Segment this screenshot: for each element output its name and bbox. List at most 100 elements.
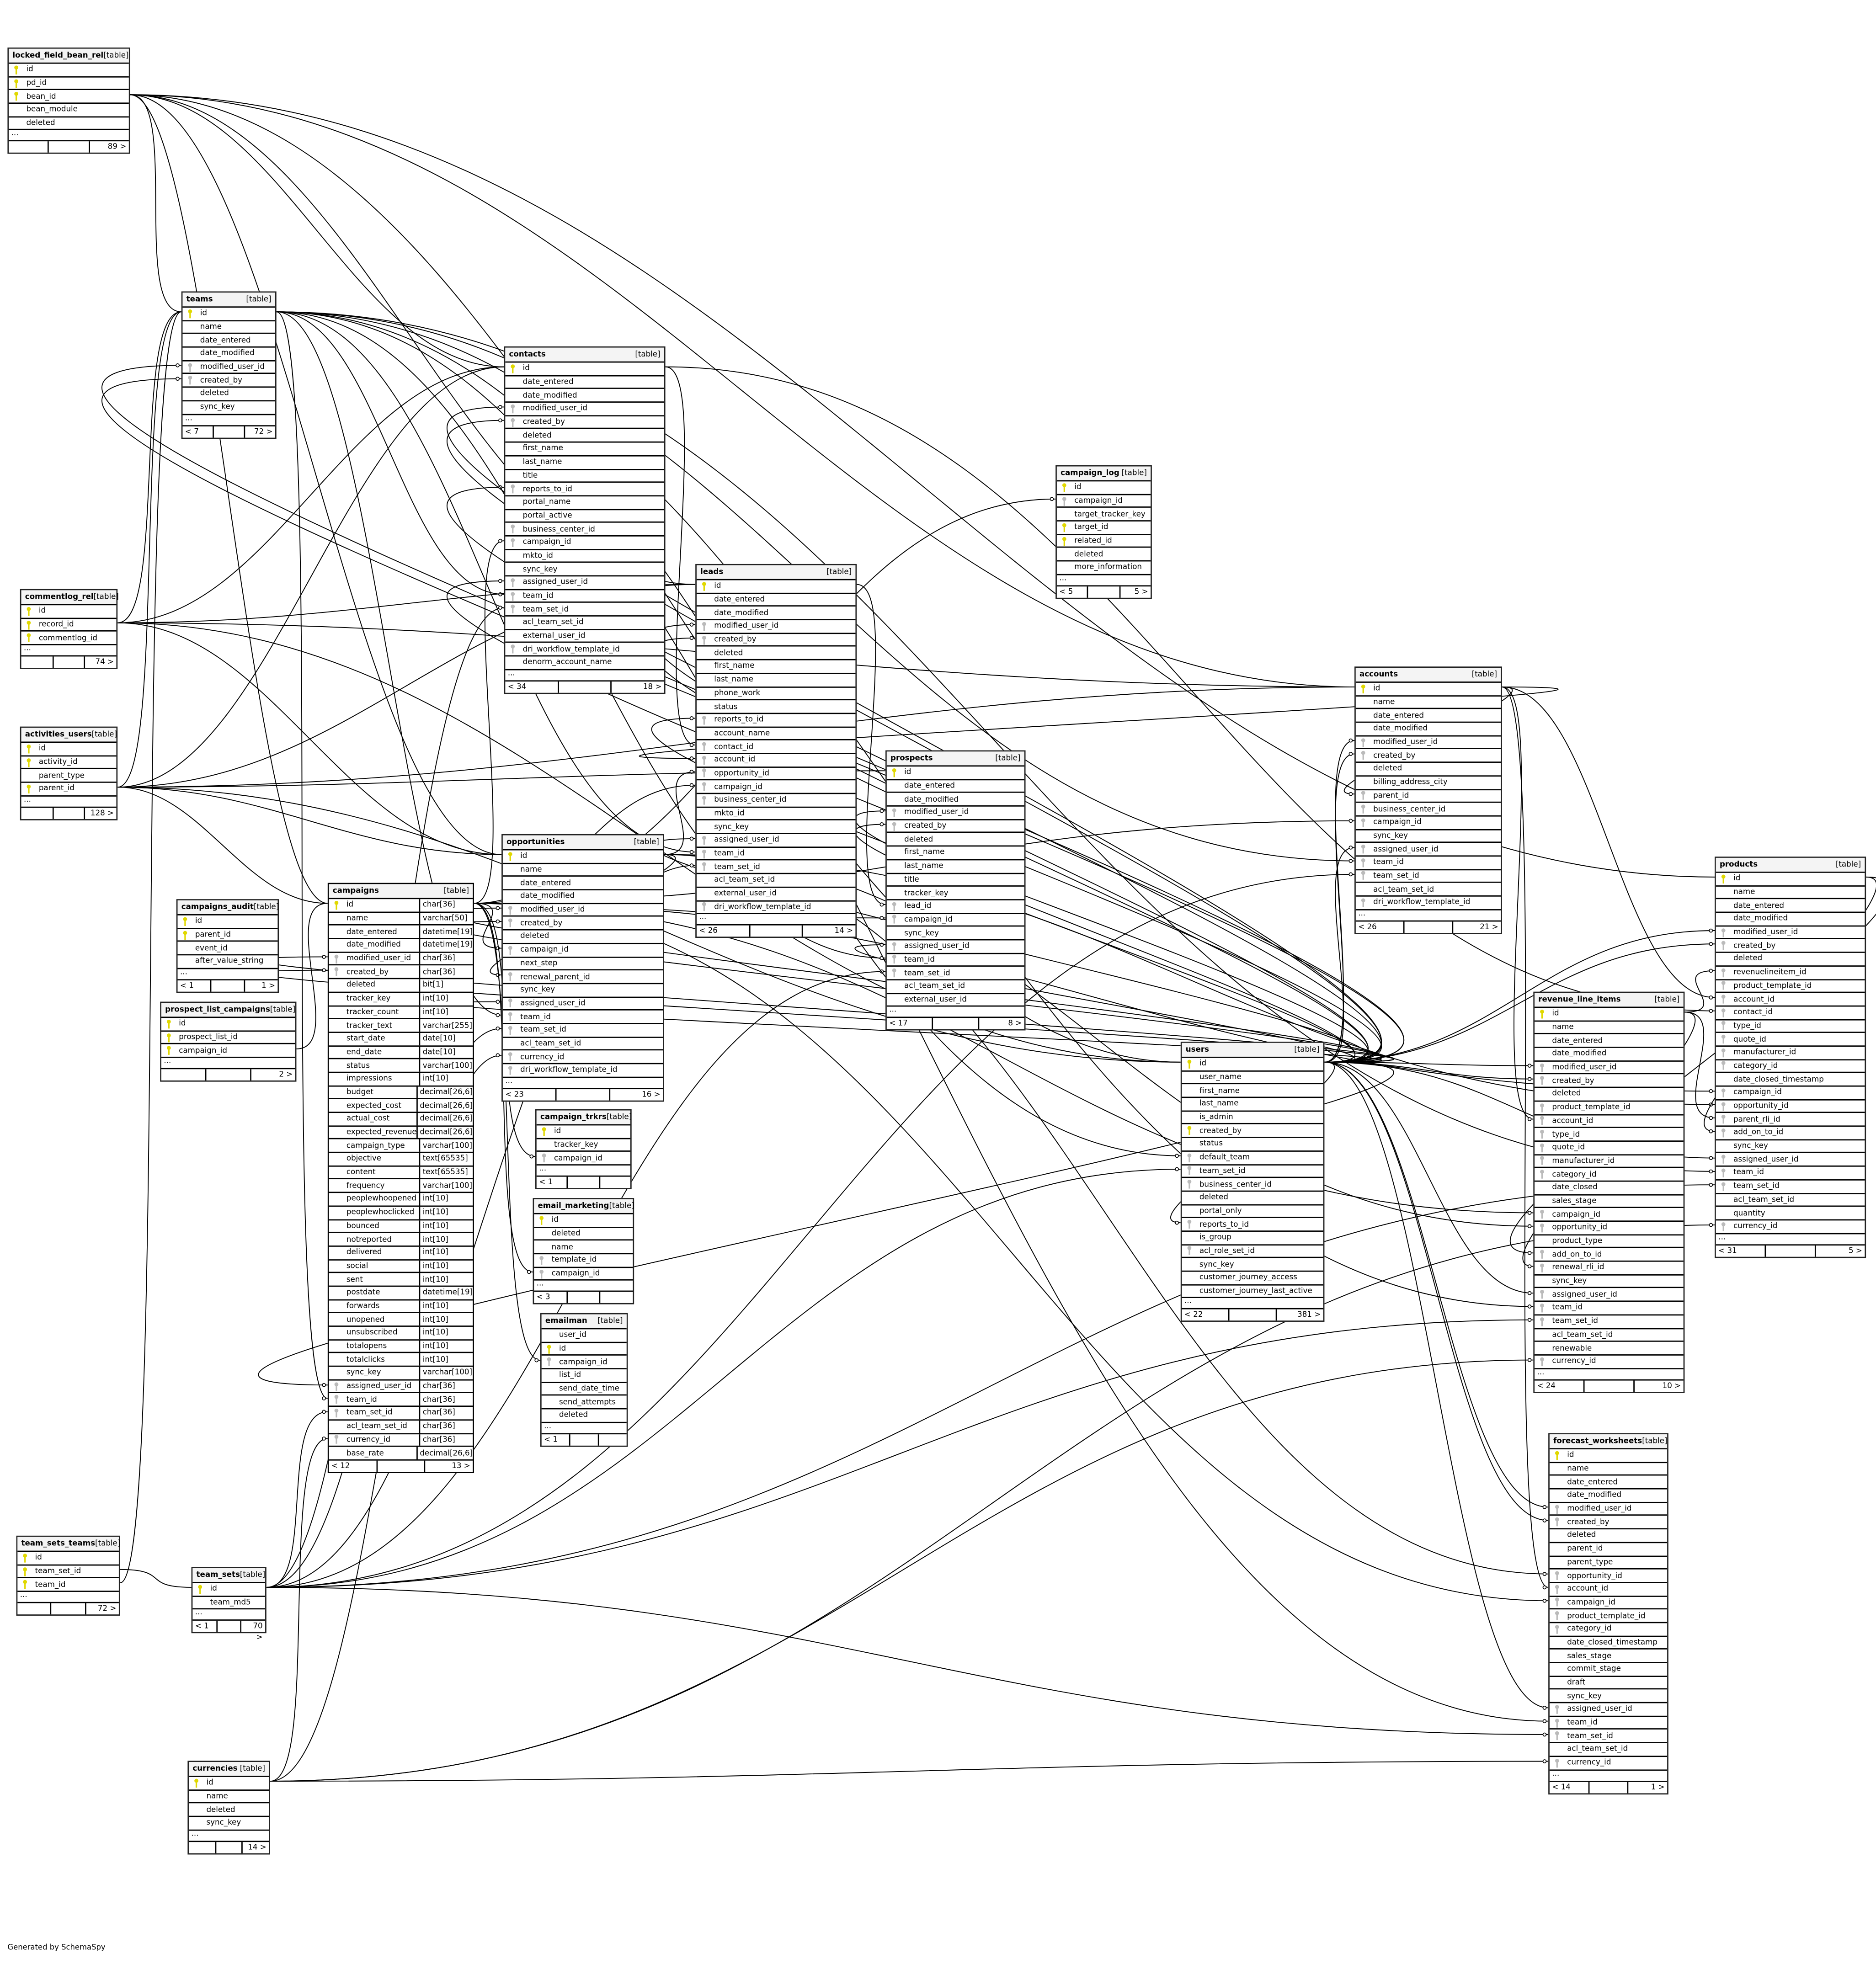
column-row[interactable]: category_id [1535, 1168, 1684, 1182]
column-row[interactable]: type_id [1535, 1128, 1684, 1142]
column-row[interactable]: account_id [696, 754, 856, 767]
parents-link[interactable] [189, 1842, 216, 1853]
column-row[interactable]: customer_journey_access [1182, 1272, 1323, 1285]
column-row[interactable]: last_name [886, 860, 1024, 874]
parents-link[interactable] [9, 142, 49, 153]
children-link[interactable]: 16 > [642, 1090, 661, 1099]
column-row[interactable]: opportunity_id [1535, 1222, 1684, 1235]
column-row[interactable]: opportunity_id [1549, 1570, 1668, 1583]
column-row[interactable]: parent_id [1355, 790, 1501, 804]
parents-link[interactable]: < 1 [537, 1176, 569, 1188]
column-row[interactable]: sales_stage [1535, 1195, 1684, 1208]
column-row[interactable]: quote_id [1535, 1142, 1684, 1155]
children-link[interactable]: 14 > [248, 1843, 266, 1852]
column-row[interactable]: acl_team_set_id [886, 980, 1024, 994]
column-row[interactable]: sync_key [1535, 1275, 1684, 1289]
column-row[interactable]: modified_user_id [1549, 1503, 1668, 1517]
column-row[interactable]: send_attempts [541, 1396, 627, 1410]
column-row[interactable]: acl_team_set_id [502, 1038, 663, 1051]
column-row[interactable]: name [182, 321, 275, 335]
column-row[interactable]: parent_type [21, 770, 117, 783]
column-row[interactable]: date_entered [505, 376, 664, 389]
column-row[interactable]: id [161, 1018, 295, 1032]
children-link[interactable]: 72 > [254, 427, 273, 436]
column-row[interactable]: name [1549, 1463, 1668, 1476]
parents-link[interactable]: < 1 [542, 1434, 570, 1446]
column-row[interactable]: deleted [1056, 548, 1151, 562]
column-row[interactable]: date_entered [886, 780, 1024, 793]
column-row[interactable]: date_modified [1716, 913, 1865, 926]
column-row[interactable]: team_set_id [1549, 1730, 1668, 1744]
parents-link[interactable]: < 24 [1535, 1380, 1585, 1391]
parents-link[interactable]: < 12 [329, 1460, 378, 1472]
column-row[interactable]: id [696, 580, 856, 594]
column-row[interactable]: sync_key [886, 927, 1024, 941]
column-row[interactable]: modified_user_id [1716, 926, 1865, 940]
column-row[interactable]: manufacturer_id [1535, 1155, 1684, 1169]
parents-link[interactable]: < 1 [192, 1621, 218, 1633]
column-row[interactable]: modified_user_id [505, 403, 664, 416]
column-row[interactable]: team_set_id [886, 967, 1024, 981]
column-row[interactable]: pd_id [9, 77, 129, 91]
column-row[interactable]: external_user_id [505, 630, 664, 644]
column-row[interactable]: created_by [1182, 1125, 1323, 1139]
column-row[interactable]: draft [1549, 1677, 1668, 1690]
column-row[interactable]: deleted [502, 931, 663, 944]
column-row[interactable]: campaign_id [1355, 816, 1501, 830]
column-row[interactable]: target_tracker_key [1056, 508, 1151, 522]
column-row[interactable]: id [9, 64, 129, 77]
children-link[interactable]: 18 > [643, 682, 662, 692]
column-row[interactable]: sync_key [696, 821, 856, 835]
column-row[interactable]: campaign_id [502, 944, 663, 958]
column-row[interactable]: dri_workflow_template_id [1355, 897, 1501, 910]
column-row[interactable]: acl_team_set_id [1535, 1329, 1684, 1342]
column-row[interactable]: created_by [1355, 750, 1501, 763]
column-row[interactable]: modified_user_id [1355, 736, 1501, 750]
column-row[interactable]: assigned_user_id [886, 940, 1024, 954]
column-row[interactable]: deleted [1716, 953, 1865, 967]
column-row[interactable]: campaign_id [1535, 1208, 1684, 1222]
row-count[interactable] [52, 1603, 86, 1615]
column-row[interactable]: account_id [1716, 993, 1865, 1007]
column-row[interactable]: id [534, 1214, 633, 1228]
row-count[interactable] [1088, 586, 1120, 598]
row-count[interactable] [214, 426, 245, 437]
column-row[interactable]: id [21, 605, 117, 619]
column-row[interactable]: sync_key [1182, 1258, 1323, 1272]
column-row[interactable]: parent_id [1549, 1543, 1668, 1556]
column-row[interactable]: created_by [1535, 1075, 1684, 1088]
row-count[interactable] [53, 807, 85, 819]
column-row[interactable]: id [192, 1583, 266, 1597]
column-row[interactable]: contact_id [1716, 1006, 1865, 1020]
column-row[interactable]: acl_role_set_id [1182, 1245, 1323, 1259]
column-row[interactable]: event_id [177, 942, 278, 956]
column-row[interactable]: date_entered [502, 877, 663, 891]
column-row[interactable]: date_modified [1355, 723, 1501, 736]
children-link[interactable] [599, 1434, 627, 1446]
row-count[interactable] [567, 1292, 601, 1304]
children-link[interactable]: 2 > [279, 1070, 293, 1080]
column-row[interactable]: sync_key [182, 401, 275, 415]
column-row[interactable]: type_id [1716, 1020, 1865, 1033]
